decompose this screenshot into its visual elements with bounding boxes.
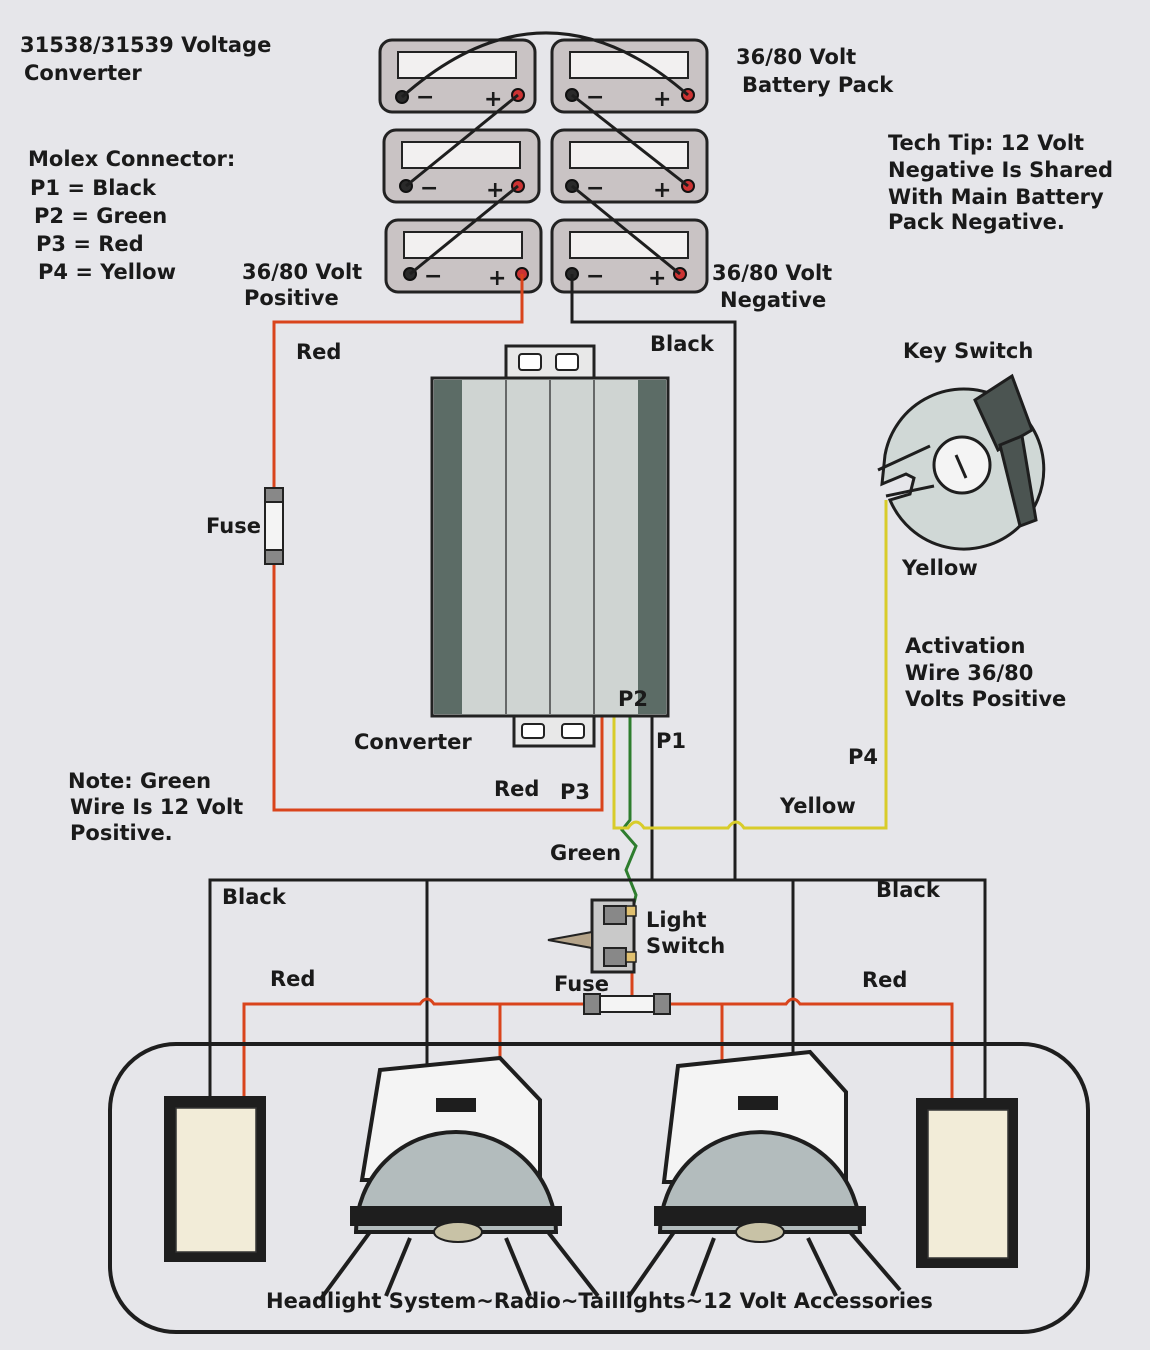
wire-label-red-right: Red <box>862 968 907 992</box>
battery-5-plus: + <box>488 266 506 291</box>
wire-label-red-top: Red <box>296 340 341 364</box>
key-switch-icon <box>877 373 1046 551</box>
battery-jumpers <box>401 31 689 276</box>
negative-label-line-1: 36/80 Volt <box>712 261 832 285</box>
black-negative-wire <box>570 274 737 880</box>
converter-label: Converter <box>354 730 472 754</box>
activation-line-2: Wire 36/80 <box>905 661 1033 685</box>
connector-p3-label: P3 <box>560 780 590 804</box>
accessories-caption: Headlight System~Radio~Taillights~12 Vol… <box>266 1289 933 1313</box>
yellow-wire <box>612 500 888 830</box>
battery-2-plus: + <box>653 87 671 112</box>
fuse-bottom <box>583 993 671 1015</box>
tech-tip-line-1: Tech Tip: 12 Volt <box>888 131 1084 155</box>
molex-p2: P2 = Green <box>34 204 167 228</box>
connector-p2-label: P2 <box>618 687 648 711</box>
note-line-3: Positive. <box>70 821 173 845</box>
battery-6-minus: − <box>586 264 604 289</box>
wire-label-red-left: Red <box>270 967 315 991</box>
battery-pack-label-line-1: 36/80 Volt <box>736 45 856 69</box>
tech-tip-line-3: With Main Battery <box>888 185 1104 209</box>
fuse-left-label: Fuse <box>206 514 261 538</box>
battery-3-minus: − <box>420 176 438 201</box>
note-line-1: Note: Green <box>68 769 211 793</box>
molex-title: Molex Connector: <box>28 147 235 171</box>
key-switch-label: Key Switch <box>903 339 1033 363</box>
battery-4-minus: − <box>586 176 604 201</box>
battery-4-plus: + <box>653 178 671 203</box>
battery-pack: − + − + − + − + <box>378 31 709 294</box>
battery-pack-label-line-2: Battery Pack <box>742 73 894 97</box>
fuse-left <box>264 487 284 565</box>
tech-tip-line-4: Pack Negative. <box>888 210 1065 234</box>
title-line-2: Converter <box>24 61 142 85</box>
right-accessory-box <box>916 1098 1018 1268</box>
battery-2-minus: − <box>586 85 604 110</box>
title-line-1: 31538/31539 Voltage <box>20 33 271 57</box>
battery-6: − + <box>550 218 709 294</box>
accessory-tray <box>108 1042 1090 1334</box>
wire-label-red-p3: Red <box>494 777 539 801</box>
battery-1-minus: − <box>416 85 434 110</box>
wire-label-green: Green <box>550 841 621 865</box>
positive-label-line-2: Positive <box>244 286 339 310</box>
molex-p1: P1 = Black <box>30 176 157 200</box>
converter-unit <box>430 344 670 748</box>
battery-5-minus: − <box>424 264 442 289</box>
light-switch-icon <box>547 898 637 974</box>
wire-label-black-top: Black <box>650 332 715 356</box>
activation-line-1: Activation <box>905 634 1025 658</box>
battery-4: − + <box>550 128 709 204</box>
battery-5: − + <box>384 218 543 294</box>
light-switch-label-line-2: Switch <box>646 934 725 958</box>
right-headlight-icon <box>626 1049 902 1300</box>
fuse-bottom-label: Fuse <box>554 972 609 996</box>
battery-6-plus: + <box>648 266 666 291</box>
battery-1-plus: + <box>484 87 502 112</box>
positive-label-line-1: 36/80 Volt <box>242 260 362 284</box>
activation-line-3: Volts Positive <box>905 687 1066 711</box>
tech-tip-line-2: Negative Is Shared <box>888 158 1113 182</box>
green-wire <box>620 716 638 913</box>
note-line-2: Wire Is 12 Volt <box>70 795 243 819</box>
left-accessory-box <box>164 1096 266 1262</box>
connector-p1-label: P1 <box>656 729 686 753</box>
battery-2: − + <box>550 38 709 114</box>
wire-label-black-left: Black <box>222 885 287 909</box>
battery-3-plus: + <box>486 178 504 203</box>
left-headlight-icon <box>318 1055 600 1302</box>
wire-label-black-right: Black <box>876 878 941 902</box>
wire-label-yellow-key: Yellow <box>901 556 978 580</box>
molex-p4: P4 = Yellow <box>38 260 176 284</box>
connector-p4-label: P4 <box>848 745 878 769</box>
red-positive-wire <box>272 274 604 812</box>
negative-label-line-2: Negative <box>720 288 826 312</box>
molex-p3: P3 = Red <box>36 232 144 256</box>
light-switch-label-line-1: Light <box>646 908 707 932</box>
wire-label-yellow-bottom: Yellow <box>779 794 856 818</box>
battery-1: − + <box>378 38 537 114</box>
